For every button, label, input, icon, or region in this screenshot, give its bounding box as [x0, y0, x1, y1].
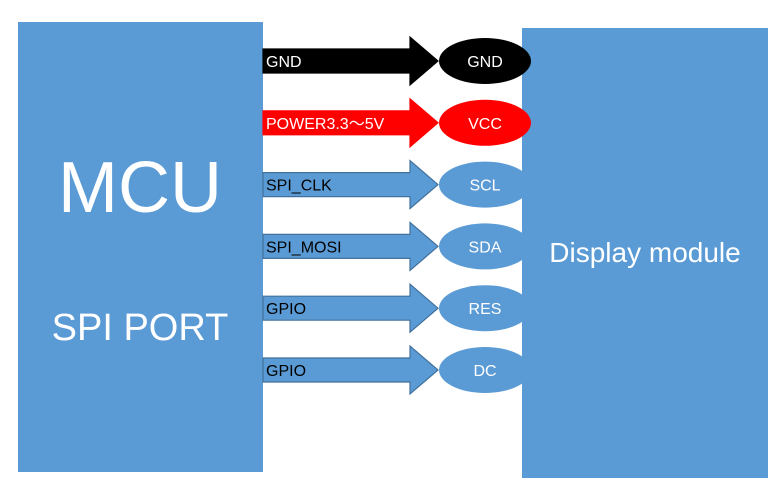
arrow-dc	[262, 344, 439, 396]
mcu-block: MCU SPI PORT	[18, 22, 263, 472]
pin-gnd	[439, 38, 531, 84]
display-module-block: Display module	[522, 28, 768, 478]
connection-gnd: GND GND	[262, 35, 531, 87]
signal-label-res: GPIO	[266, 301, 306, 318]
pin-label-dc: DC	[473, 363, 496, 380]
pin-label-res: RES	[469, 301, 502, 318]
signal-label-scl: SPI_CLK	[266, 178, 332, 195]
pin-vcc	[439, 99, 531, 146]
arrow-scl	[262, 159, 439, 210]
arrow-vcc	[262, 97, 439, 149]
signal-label-sda: SPI_MOSI	[266, 239, 342, 256]
arrow-gnd	[262, 35, 439, 87]
display-module-box	[522, 28, 768, 478]
connection-scl: SPI_CLK SCL	[262, 159, 531, 210]
connection-dc: GPIO DC	[262, 344, 531, 396]
display-module-label: Display module	[549, 237, 740, 268]
pin-sda	[439, 223, 531, 270]
signal-label-gnd: GND	[266, 54, 302, 71]
pin-res	[439, 285, 531, 332]
mcu-title: MCU	[58, 148, 222, 228]
pin-label-scl: SCL	[469, 178, 500, 195]
connection-sda: SPI_MOSI SDA	[262, 221, 531, 272]
pin-label-sda: SDA	[469, 239, 502, 256]
pin-scl	[439, 161, 531, 208]
mcu-subtitle: SPI PORT	[52, 307, 229, 349]
signal-label-dc: GPIO	[266, 363, 306, 380]
pin-dc	[439, 347, 531, 393]
signal-label-vcc: POWER3.3～5V	[266, 116, 385, 133]
mcu-block-box	[18, 22, 263, 472]
pin-label-gnd: GND	[467, 54, 503, 71]
pin-label-vcc: VCC	[468, 116, 502, 133]
connection-list: GND GND POWER3.3～5V VCC SPI_CLK SCL SPI_MOSI SD…	[262, 35, 531, 396]
arrow-res	[262, 282, 439, 334]
connection-res: GPIO RES	[262, 282, 531, 334]
connection-vcc: POWER3.3～5V VCC	[262, 97, 531, 149]
arrow-sda	[262, 221, 439, 272]
